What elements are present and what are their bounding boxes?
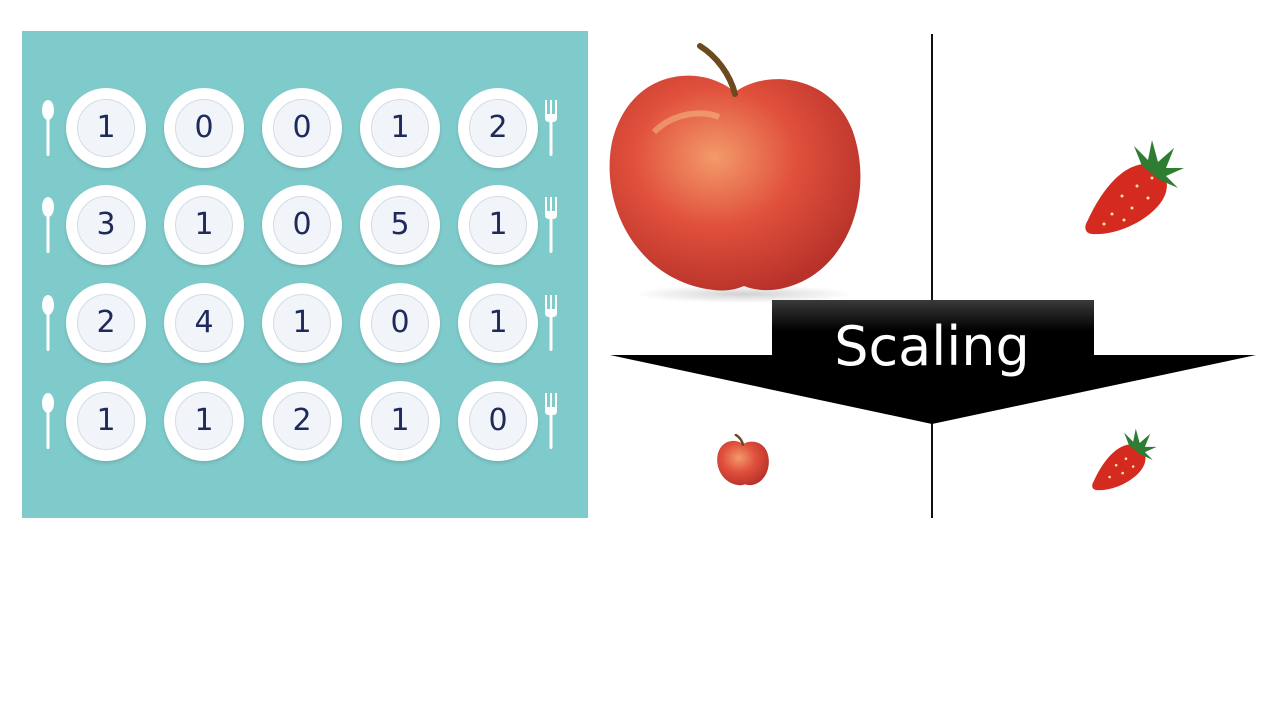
plate-number: 0 (292, 207, 312, 242)
large-strawberry-icon (1085, 140, 1184, 235)
plate-number: 2 (488, 110, 508, 145)
small-apple-icon (717, 434, 769, 486)
plate-number: 1 (390, 403, 410, 438)
scaling-arrow (610, 300, 1256, 424)
plate: 0 (360, 283, 440, 363)
plate-number: 1 (488, 207, 508, 242)
small-strawberry-icon (1092, 428, 1157, 491)
fork-icon (545, 393, 557, 449)
plate: 1 (66, 88, 146, 168)
plate-number: 4 (194, 305, 214, 340)
plate-number: 1 (96, 403, 116, 438)
plate-number: 3 (96, 207, 116, 242)
plate-row: 1 0 0 1 2 (22, 88, 588, 168)
fork-icon (545, 100, 557, 156)
plate-number: 1 (488, 305, 508, 340)
plate-number: 1 (194, 207, 214, 242)
plate-number: 2 (96, 305, 116, 340)
plate: 5 (360, 185, 440, 265)
plate: 1 (262, 283, 342, 363)
plate: 1 (458, 283, 538, 363)
plate-number: 1 (96, 110, 116, 145)
plate: 1 (164, 381, 244, 461)
large-apple-icon (609, 43, 861, 303)
plate: 2 (262, 381, 342, 461)
spoon-icon (42, 100, 54, 156)
vertical-divider (931, 34, 933, 518)
plate-number: 1 (292, 305, 312, 340)
plate: 0 (164, 88, 244, 168)
plate-number: 1 (390, 110, 410, 145)
plate: 0 (262, 88, 342, 168)
plate-row: 2 4 1 0 1 (22, 283, 588, 363)
plate: 4 (164, 283, 244, 363)
plate-row: 3 1 0 5 1 (22, 185, 588, 265)
plate: 1 (360, 381, 440, 461)
plate: 1 (360, 88, 440, 168)
fork-icon (545, 197, 557, 253)
plate-number: 2 (292, 403, 312, 438)
fork-icon (545, 295, 557, 351)
spoon-icon (42, 295, 54, 351)
plate: 2 (66, 283, 146, 363)
plate-grid-panel: 1 0 0 1 2 3 1 0 5 1 2 4 1 0 1 1 1 2 1 0 (22, 31, 588, 518)
spoon-icon (42, 197, 54, 253)
plate: 0 (262, 185, 342, 265)
plate-number: 5 (390, 207, 410, 242)
plate-number: 0 (194, 110, 214, 145)
plate-number: 1 (194, 403, 214, 438)
plate: 1 (164, 185, 244, 265)
plate: 2 (458, 88, 538, 168)
plate-row: 1 1 2 1 0 (22, 381, 588, 461)
plate: 1 (458, 185, 538, 265)
plate-number: 0 (390, 305, 410, 340)
plate-number: 0 (488, 403, 508, 438)
plate: 1 (66, 381, 146, 461)
spoon-icon (42, 393, 54, 449)
plate: 0 (458, 381, 538, 461)
plate: 3 (66, 185, 146, 265)
scaling-label: Scaling (834, 315, 1030, 378)
plate-number: 0 (292, 110, 312, 145)
